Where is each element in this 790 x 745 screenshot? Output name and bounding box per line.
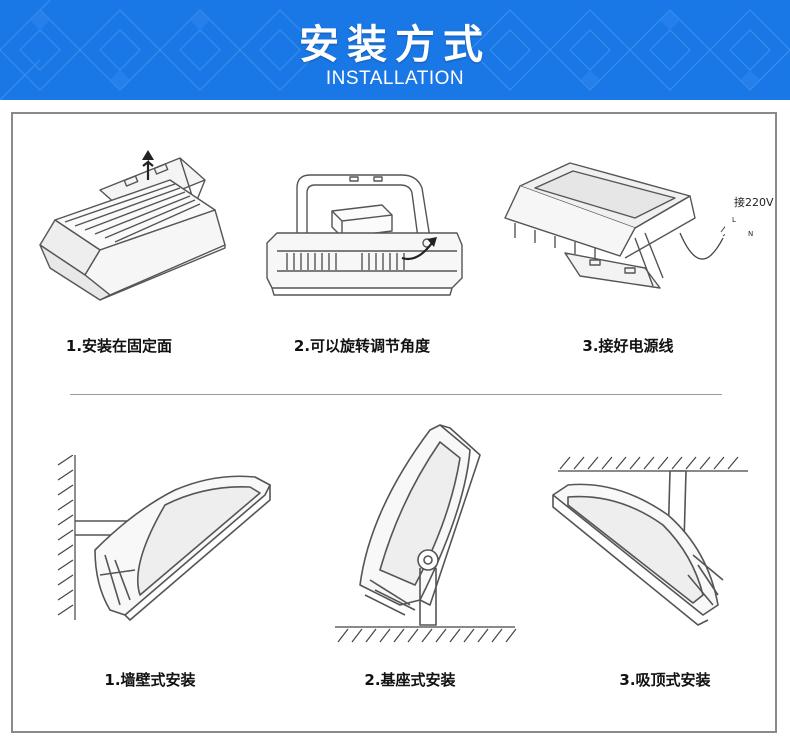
step1-caption: 1.安装在固定面 [65, 337, 173, 355]
ceiling-mount-illustration [552, 456, 748, 626]
section-divider [70, 394, 722, 395]
live-lead-label: L [732, 216, 736, 224]
base-mount-caption: 2.基座式安装 [364, 671, 456, 689]
voltage-label: 接220V [734, 196, 774, 209]
base-mount-illustration [335, 424, 517, 643]
page-subtitle: INSTALLATION [325, 68, 465, 89]
step1-illustration [39, 150, 226, 301]
banner-diamond-pattern [0, 0, 790, 100]
step2-caption: 2.可以旋转调节角度 [293, 337, 431, 355]
page-title: 安装方式 [299, 22, 491, 68]
step2-illustration [266, 174, 463, 296]
header-banner: 安装方式 INSTALLATION [0, 0, 790, 100]
ceiling-mount-caption: 3.吸顶式安装 [619, 671, 711, 689]
wall-mount-illustration [57, 455, 271, 621]
wall-mount-caption: 1.墙壁式安装 [104, 671, 196, 689]
neutral-lead-label: N [748, 230, 754, 238]
step3-illustration [504, 162, 725, 289]
step3-caption: 3.接好电源线 [582, 337, 674, 355]
